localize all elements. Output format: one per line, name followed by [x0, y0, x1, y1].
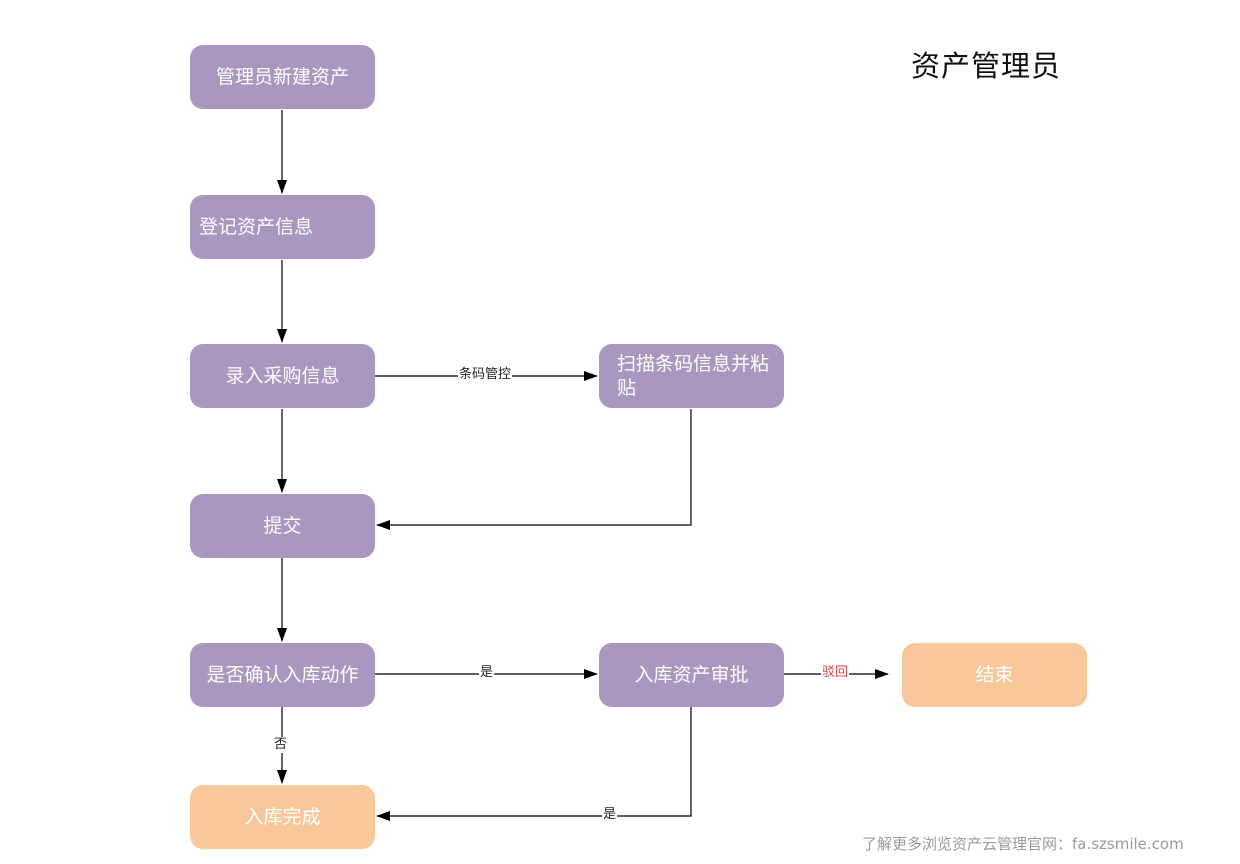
- node-stock-in-complete: 入库完成: [190, 785, 375, 849]
- node-scan-barcode: 扫描条码信息并粘贴: [599, 344, 784, 408]
- edge-label-barcode: 条码管控: [458, 367, 513, 383]
- edge-label-reject: 驳回: [821, 665, 850, 681]
- node-enter-purchase-info: 录入采购信息: [190, 344, 375, 408]
- node-submit: 提交: [190, 494, 375, 558]
- node-register-asset-info: 登记资产信息: [190, 195, 375, 259]
- edge-label-yes-confirm: 是: [479, 665, 495, 681]
- edge-label-yes-approve: 是: [602, 807, 618, 823]
- node-confirm-stock-in: 是否确认入库动作: [190, 643, 375, 707]
- edge-label-no: 否: [273, 737, 289, 753]
- edge-scan-to-submit: [376, 409, 692, 530]
- edge-approval-to-complete: [376, 707, 692, 821]
- diagram-title: 资产管理员: [911, 49, 1062, 83]
- node-admin-new-asset: 管理员新建资产: [190, 45, 375, 109]
- node-stock-in-approval: 入库资产审批: [599, 643, 784, 707]
- website-watermark: 了解更多浏览资产云管理官网：fa.szsmile.com: [862, 835, 1184, 853]
- node-end: 结束: [902, 643, 1087, 707]
